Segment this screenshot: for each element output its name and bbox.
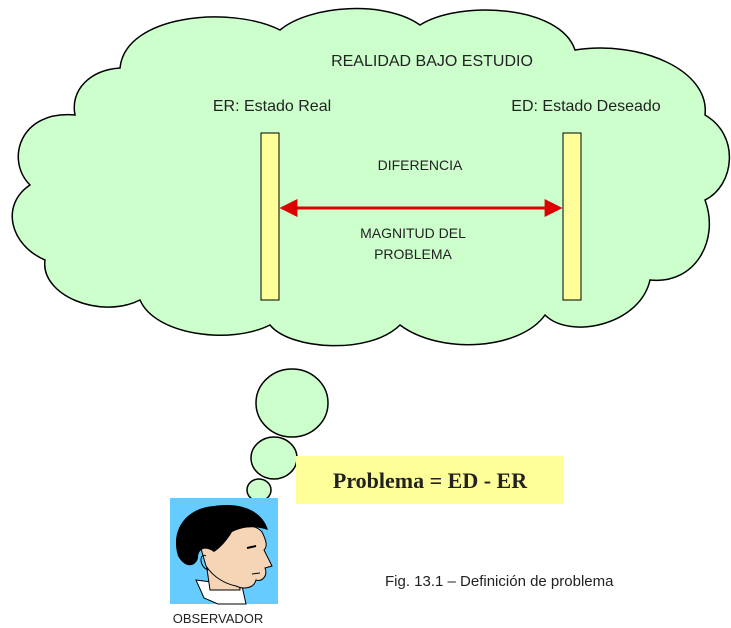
observer-label: OBSERVADOR bbox=[173, 611, 264, 626]
ear bbox=[200, 554, 209, 571]
desired-state-label: ED: Estado Deseado bbox=[511, 98, 661, 115]
desired-state-bar bbox=[562, 132, 582, 301]
difference-label: DIFERENCIA bbox=[378, 157, 463, 173]
formula-box bbox=[296, 456, 564, 504]
formula-text: Problema = ED - ER bbox=[333, 468, 528, 493]
real-state-bar bbox=[260, 132, 280, 301]
person-head-icon bbox=[175, 505, 273, 605]
thought-bubble-medium bbox=[250, 436, 298, 480]
eye bbox=[246, 545, 257, 549]
real-state-label: ER: Estado Real bbox=[213, 98, 331, 115]
magnitude-label-line2: PROBLEMA bbox=[374, 246, 452, 262]
cloud-title: REALIDAD BAJO ESTUDIO bbox=[331, 53, 533, 70]
observer-portrait bbox=[170, 498, 278, 605]
cloud-shape bbox=[11, 7, 731, 347]
hair bbox=[175, 505, 268, 566]
mouth bbox=[251, 572, 261, 575]
thought-cloud bbox=[11, 7, 731, 347]
thought-bubble-large bbox=[255, 368, 329, 438]
thought-bubble-small bbox=[246, 478, 272, 502]
figure-caption: Fig. 13.1 – Definición de problema bbox=[385, 573, 614, 590]
magnitude-label-line1: MAGNITUD DEL bbox=[360, 225, 466, 241]
